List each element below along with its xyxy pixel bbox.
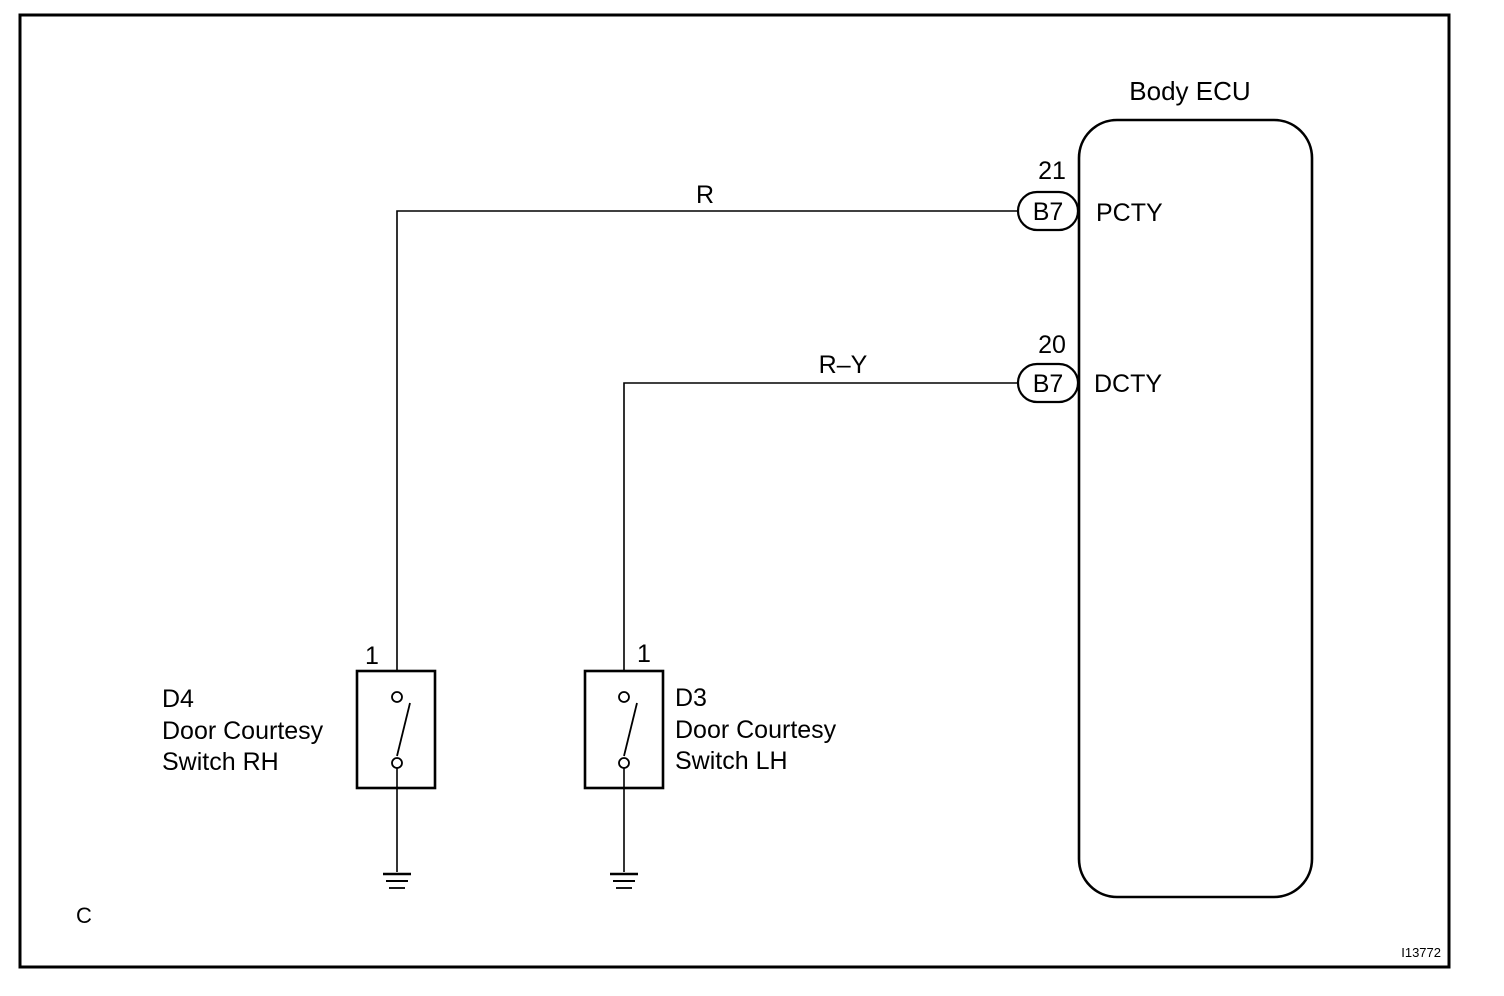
switch-blade [623, 702, 638, 757]
door-courtesy-switch-rh: 1 D4 Door Courtesy Switch RH [162, 642, 437, 889]
wire-color-label: R [696, 181, 714, 209]
pcty-circuit: R B7 21 PCTY [396, 157, 1163, 690]
switch-name-line2: Switch RH [162, 748, 279, 776]
switch-pin-number: 1 [365, 642, 379, 670]
diagram-frame [18, 13, 1451, 969]
connector-code: B7 [1033, 370, 1064, 398]
terminal-pin-number: 21 [1038, 157, 1066, 185]
connector-badge [1016, 362, 1080, 404]
switch-code: D4 [162, 685, 194, 713]
door-courtesy-switch-lh: 1 D3 Door Courtesy Switch LH [583, 640, 837, 889]
terminal-signal-name: PCTY [1096, 199, 1163, 227]
wire-color-label: R–Y [819, 351, 868, 379]
switch-contact-top [391, 691, 403, 703]
switch-box [355, 669, 437, 790]
switch-name-line1: Door Courtesy [162, 717, 324, 745]
ground-symbol-icon [383, 872, 411, 889]
ecu-title: Body ECU [1129, 76, 1250, 106]
switch-pin-number: 1 [637, 640, 651, 668]
switch-code: D3 [675, 684, 707, 712]
switch-name-line1: Door Courtesy [675, 716, 837, 744]
connector-code: B7 [1033, 198, 1064, 226]
figure-id: I13772 [1401, 945, 1441, 960]
body-ecu: Body ECU [1077, 76, 1314, 899]
switch-name-line2: Switch LH [675, 747, 788, 775]
switch-contact-bottom [618, 757, 630, 769]
switch-blade [396, 702, 411, 757]
connector-badge [1016, 190, 1080, 232]
corner-letter: C [76, 903, 92, 928]
terminal-signal-name: DCTY [1094, 370, 1162, 398]
switch-contact-bottom [391, 757, 403, 769]
switch-contact-top [618, 691, 630, 703]
wire-r [396, 210, 1018, 690]
ecu-box [1077, 118, 1314, 899]
dcty-circuit: R–Y B7 20 DCTY [623, 331, 1162, 690]
wire-r-y [623, 382, 1018, 690]
terminal-pin-number: 20 [1038, 331, 1066, 359]
ground-symbol-icon [610, 872, 638, 889]
